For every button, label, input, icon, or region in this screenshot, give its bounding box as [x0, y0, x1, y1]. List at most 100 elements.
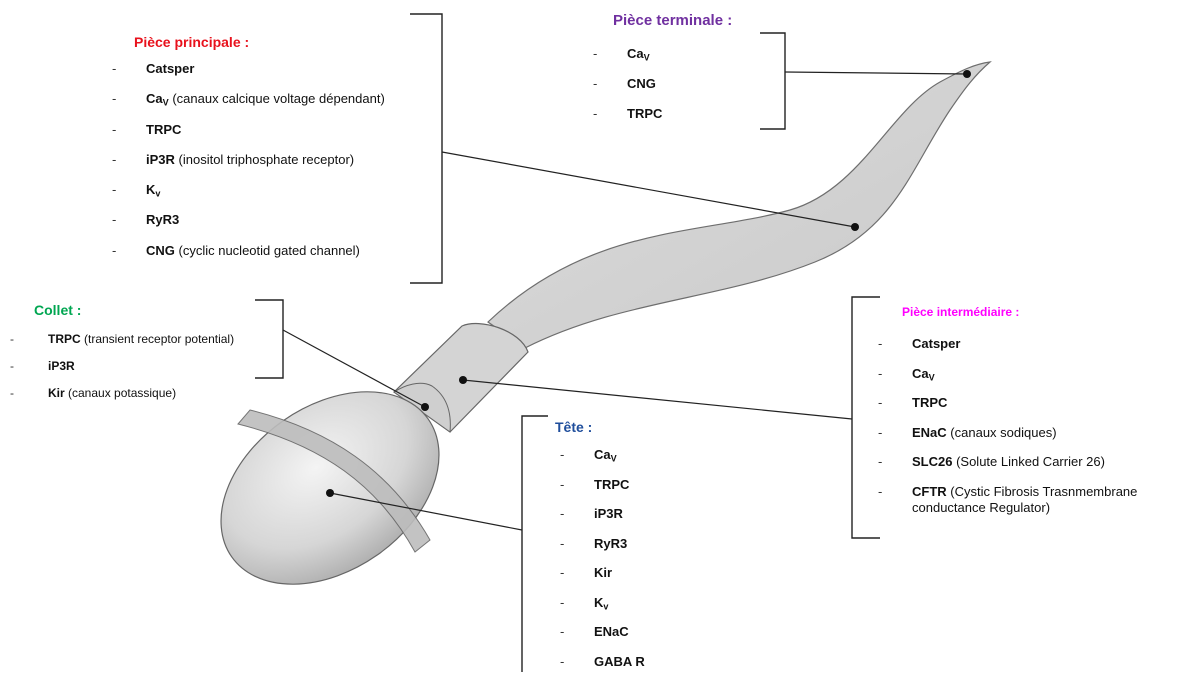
- channel-name: ENaC: [594, 624, 629, 639]
- channel-item: -RyR3: [146, 212, 385, 242]
- channel-item: -TRPC: [912, 395, 1172, 425]
- channel-subscript: v: [155, 188, 160, 198]
- bracket-principale: [410, 14, 442, 283]
- dot-collet: [421, 403, 429, 411]
- channel-name: GABA R: [594, 654, 645, 669]
- channel-item: -TRPC: [594, 477, 645, 507]
- channel-name: TRPC: [146, 122, 181, 137]
- channel-item: -CaV: [594, 447, 645, 477]
- channel-item: -CNG: [627, 76, 662, 106]
- channel-item: -CaV: [912, 366, 1172, 396]
- bracket-tete: [522, 416, 548, 672]
- list-dash: -: [112, 182, 116, 197]
- channel-item: -ENaC: [594, 624, 645, 654]
- list-dash: -: [560, 447, 564, 462]
- channel-item: -Kv: [146, 182, 385, 212]
- list-dash: -: [560, 536, 564, 551]
- dot-tete: [326, 489, 334, 497]
- list-piece-terminale: -CaV-CNG-TRPC: [627, 46, 662, 136]
- channel-name: Catsper: [146, 61, 194, 76]
- channel-item: -Catsper: [146, 61, 385, 91]
- list-piece-principale: -Catsper-CaV (canaux calcique voltage dé…: [146, 61, 385, 273]
- title-piece-principale: Pièce principale :: [134, 34, 249, 50]
- list-dash: -: [878, 454, 882, 469]
- channel-description: (cyclic nucleotid gated channel): [175, 243, 360, 258]
- list-dash: -: [112, 61, 116, 76]
- channel-description: (canaux potassique): [65, 386, 176, 400]
- channel-item: -Kir: [594, 565, 645, 595]
- channel-name: iP3R: [48, 359, 75, 373]
- dot-terminale: [963, 70, 971, 78]
- title-collet: Collet :: [34, 302, 81, 318]
- channel-name: K: [594, 595, 603, 610]
- list-dash: -: [593, 76, 597, 91]
- channel-description: (transient receptor potential): [81, 332, 234, 346]
- channel-item: -CFTR (Cystic Fibrosis Trasnmembrane con…: [912, 484, 1172, 524]
- channel-name: Catsper: [912, 336, 960, 351]
- channel-name: ENaC: [912, 425, 947, 440]
- list-dash: -: [593, 106, 597, 121]
- channel-item: -Kir (canaux potassique): [48, 386, 234, 413]
- channel-item: -TRPC: [146, 122, 385, 152]
- channel-item: -iP3R: [594, 506, 645, 536]
- list-dash: -: [112, 243, 116, 258]
- channel-subscript: v: [603, 601, 608, 611]
- channel-item: -SLC26 (Solute Linked Carrier 26): [912, 454, 1172, 484]
- channel-name: Ca: [146, 91, 163, 106]
- channel-name: K: [146, 182, 155, 197]
- channel-name: RyR3: [594, 536, 627, 551]
- channel-item: -iP3R (inositol triphosphate receptor): [146, 152, 385, 182]
- dot-intermediaire: [459, 376, 467, 384]
- channel-description: (Solute Linked Carrier 26): [952, 454, 1104, 469]
- list-dash: -: [878, 484, 882, 500]
- channel-name: Kir: [594, 565, 612, 580]
- channel-item: -Catsper: [912, 336, 1172, 366]
- list-dash: -: [10, 332, 14, 346]
- connector-intermediaire: [463, 380, 852, 419]
- channel-name: CNG: [627, 76, 656, 91]
- list-collet: -TRPC (transient receptor potential)-iP3…: [48, 332, 234, 413]
- list-dash: -: [560, 624, 564, 639]
- dot-principale: [851, 223, 859, 231]
- list-dash: -: [112, 152, 116, 167]
- channel-name: TRPC: [912, 395, 947, 410]
- channel-item: -CaV: [627, 46, 662, 76]
- list-dash: -: [878, 366, 882, 381]
- list-dash: -: [560, 506, 564, 521]
- list-dash: -: [10, 386, 14, 400]
- connector-terminale: [785, 72, 967, 74]
- list-dash: -: [560, 654, 564, 669]
- title-piece-intermediaire: Pièce intermédiaire :: [902, 305, 1019, 319]
- channel-name: SLC26: [912, 454, 952, 469]
- connector-principale: [442, 152, 855, 227]
- bracket-collet: [255, 300, 283, 378]
- channel-description: (canaux calcique voltage dépendant): [169, 91, 385, 106]
- channel-name: Ca: [627, 46, 644, 61]
- list-dash: -: [593, 46, 597, 61]
- channel-description: (Cystic Fibrosis Trasnmembrane conductan…: [912, 484, 1137, 515]
- list-dash: -: [560, 595, 564, 610]
- channel-item: -Kv: [594, 595, 645, 625]
- list-dash: -: [112, 91, 116, 106]
- list-dash: -: [560, 477, 564, 492]
- channel-name: iP3R: [594, 506, 623, 521]
- list-dash: -: [10, 359, 14, 373]
- channel-item: -CNG (cyclic nucleotid gated channel): [146, 243, 385, 273]
- list-piece-intermediaire: -Catsper-CaV-TRPC-ENaC (canaux sodiques)…: [912, 336, 1172, 524]
- channel-name: TRPC: [627, 106, 662, 121]
- channel-subscript: V: [611, 453, 617, 463]
- list-dash: -: [560, 565, 564, 580]
- channel-name: CNG: [146, 243, 175, 258]
- title-piece-terminale: Pièce terminale :: [613, 12, 732, 29]
- list-dash: -: [878, 395, 882, 410]
- channel-item: -iP3R: [48, 359, 234, 386]
- channel-item: -TRPC (transient receptor potential): [48, 332, 234, 359]
- channel-name: CFTR: [912, 484, 947, 499]
- channel-name: Ca: [594, 447, 611, 462]
- channel-item: -GABA R: [594, 654, 645, 683]
- title-tete: Tête :: [555, 419, 592, 435]
- channel-item: -TRPC: [627, 106, 662, 136]
- channel-subscript: V: [644, 52, 650, 62]
- list-dash: -: [878, 425, 882, 440]
- channel-name: Ca: [912, 366, 929, 381]
